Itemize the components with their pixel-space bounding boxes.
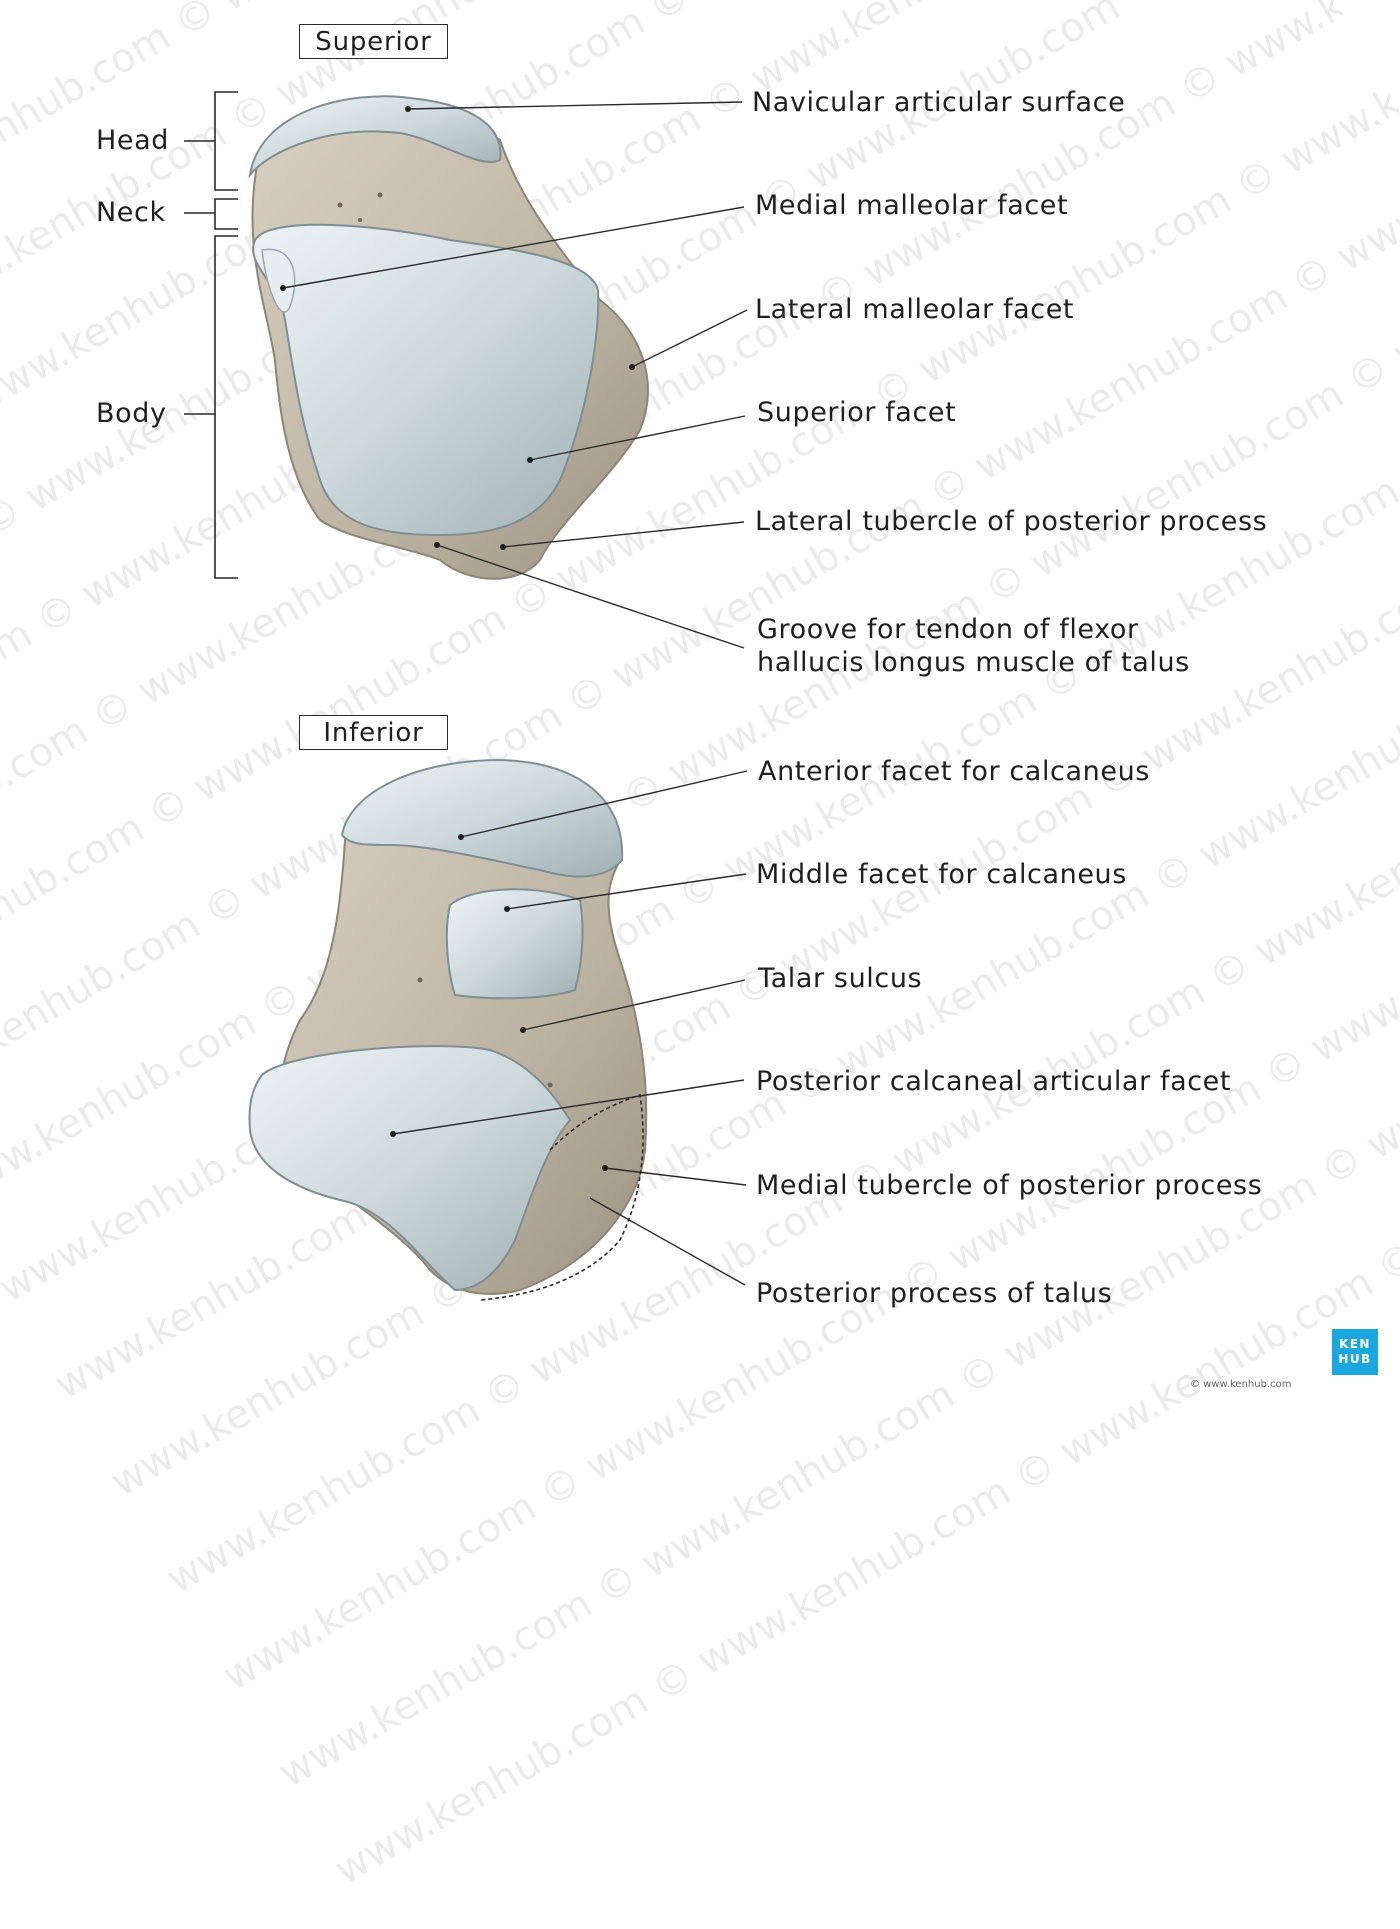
region-brackets — [184, 91, 238, 579]
label-groove-flexor-line1: Groove for tendon of flexor — [757, 614, 1139, 645]
talus-illustrations — [184, 91, 748, 1301]
label-lateral-malleolar-facet: Lateral malleolar facet — [755, 294, 1075, 325]
label-groove-flexor-line2: hallucis longus muscle of talus — [757, 647, 1190, 678]
neck-label: Neck — [96, 197, 166, 228]
label-navicular-articular-surface: Navicular articular surface — [752, 87, 1126, 118]
label-talar-sulcus: Talar sulcus — [758, 963, 923, 994]
superior-facet-shape — [252, 223, 600, 537]
leader-dots — [280, 106, 635, 1171]
kenhub-logo[interactable]: KEN HUB — [1332, 1329, 1378, 1375]
label-medial-malleolar-facet: Medial malleolar facet — [755, 190, 1069, 221]
label-posterior-calcaneal-facet: Posterior calcaneal articular facet — [756, 1066, 1232, 1097]
label-middle-facet: Middle facet for calcaneus — [756, 859, 1127, 890]
label-superior-facet: Superior facet — [757, 397, 957, 428]
superior-view-label: Superior — [299, 24, 448, 59]
middle-facet-shape — [445, 888, 584, 1000]
label-anterior-facet: Anterior facet for calcaneus — [758, 756, 1150, 787]
posterior-facet-shape — [248, 1045, 572, 1292]
credit-text: © www.kenhub.com — [1190, 1379, 1292, 1390]
neck-bracket — [184, 198, 238, 230]
label-medial-tubercle: Medial tubercle of posterior process — [756, 1170, 1263, 1201]
head-label: Head — [96, 125, 169, 156]
inferior-talus — [248, 758, 648, 1301]
body-label: Body — [96, 398, 167, 429]
superior-talus — [248, 95, 649, 580]
label-posterior-process: Posterior process of talus — [756, 1278, 1113, 1309]
body-bracket — [184, 235, 238, 579]
head-bracket — [184, 91, 238, 191]
inferior-view-label: Inferior — [299, 715, 448, 750]
navicular-surface — [248, 95, 502, 179]
posterior-process-outline — [479, 1093, 644, 1301]
label-lateral-tubercle: Lateral tubercle of posterior process — [755, 506, 1268, 537]
anterior-facet-shape — [340, 758, 624, 878]
leader-lines — [282, 101, 748, 1286]
